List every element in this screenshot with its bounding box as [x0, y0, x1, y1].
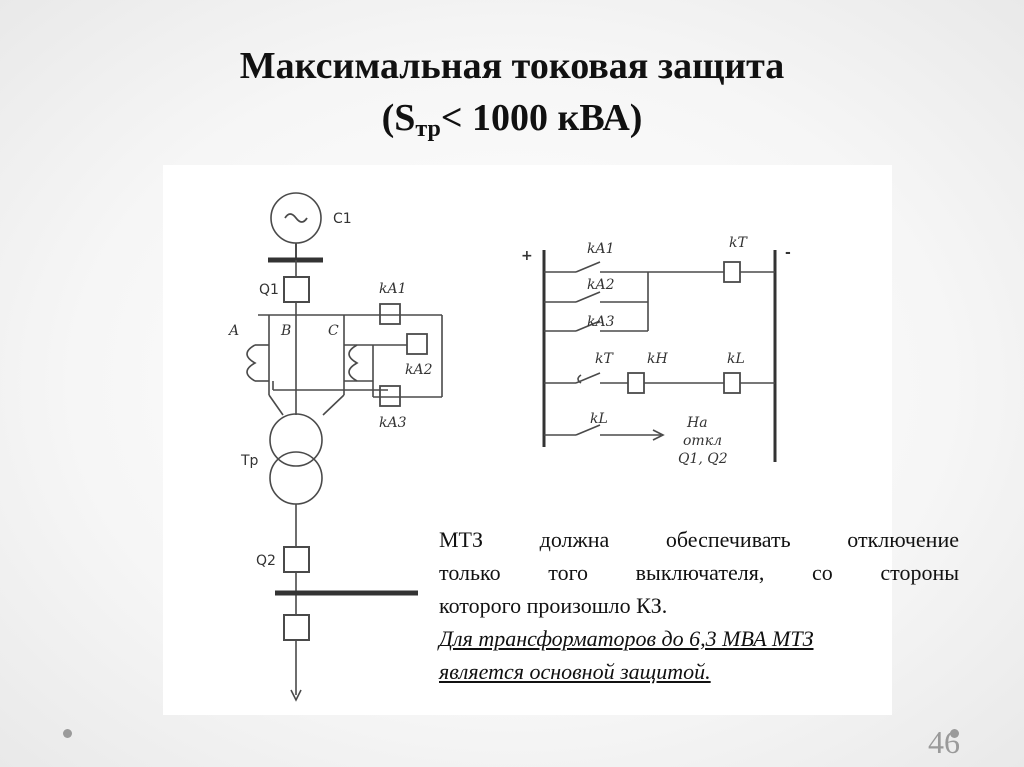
title-subscript: тр [415, 116, 441, 142]
contact-kl [575, 424, 601, 436]
title-line-2: (Sтр< 1000 кВА) [0, 92, 1024, 155]
relay-ka2 [406, 333, 428, 355]
note-line-1: МТЗ должна обеспечивать отключение [439, 527, 959, 552]
current-transformer-a [246, 344, 269, 382]
relay-ka3-label: kA3 [379, 415, 407, 431]
title-suffix: < 1000 кВА) [440, 97, 643, 139]
breaker-feeder [283, 614, 310, 641]
diagram-panel: C1 Q1 A B C kA1 [163, 165, 959, 715]
note-line-5: является основной защитой. [439, 659, 711, 684]
phase-c-label: C [328, 323, 339, 339]
trip-label-2: откл [683, 433, 722, 449]
breaker-q2-label: Q2 [256, 553, 276, 569]
protection-scheme-diagram: C1 Q1 A B C kA1 [227, 192, 791, 702]
contact-ka3-label: kA3 [587, 314, 615, 330]
slide-dot-left [63, 729, 72, 738]
note-text: МТЗ должна обеспечивать отключение тольк… [439, 523, 959, 688]
page-number: 46 [928, 724, 960, 760]
minus-terminal: - [785, 245, 791, 261]
transformer-label: Tp [240, 453, 259, 469]
note-line-2: только того выключателя, со стороны [439, 560, 959, 585]
contact-ka2 [575, 291, 601, 303]
generator-label: C1 [333, 211, 352, 227]
relay-ka1 [379, 303, 401, 325]
contact-ka1 [575, 261, 601, 273]
transformer-symbol [269, 413, 323, 505]
trip-label-3: Q1, Q2 [678, 451, 728, 467]
relay-ka2-label: kA2 [405, 362, 433, 378]
breaker-q2 [283, 546, 310, 573]
contact-ka1-label: kA1 [587, 241, 615, 257]
relay-ka1-label: kA1 [379, 281, 407, 297]
phase-b-label: B [280, 323, 291, 339]
relay-kl-coil [723, 372, 741, 394]
contact-ka2-label: kA2 [587, 277, 615, 293]
contact-kt-label: kT [595, 351, 614, 367]
plus-terminal: + [521, 248, 533, 264]
relay-kh [627, 372, 645, 394]
relay-kh-label: kH [647, 351, 668, 367]
current-transformer-c [344, 344, 373, 382]
relay-ka3 [379, 385, 401, 407]
trip-label-1: На [686, 415, 708, 431]
breaker-q1 [283, 276, 310, 303]
note-line-4: Для трансформаторов до 6,3 МВА МТЗ [439, 626, 814, 651]
slide-dot-right [950, 729, 959, 738]
title-line-1: Максимальная токовая защита [239, 45, 785, 87]
contact-ka3 [575, 320, 601, 332]
slide-title: Максимальная токовая защита (Sтр< 1000 к… [0, 40, 1024, 155]
note-line-3: которого произошло КЗ. [439, 593, 668, 618]
phase-a-label: A [227, 323, 239, 339]
load-arrow [290, 689, 302, 702]
title-prefix: (S [381, 97, 416, 139]
relay-kt-coil [723, 261, 741, 283]
generator-symbol [270, 192, 322, 244]
contact-kl-label: kL [590, 411, 608, 427]
trip-arrow [652, 429, 665, 441]
relay-kt-label: kT [729, 235, 748, 251]
breaker-q1-label: Q1 [259, 282, 279, 298]
relay-kl-label: kL [727, 351, 745, 367]
